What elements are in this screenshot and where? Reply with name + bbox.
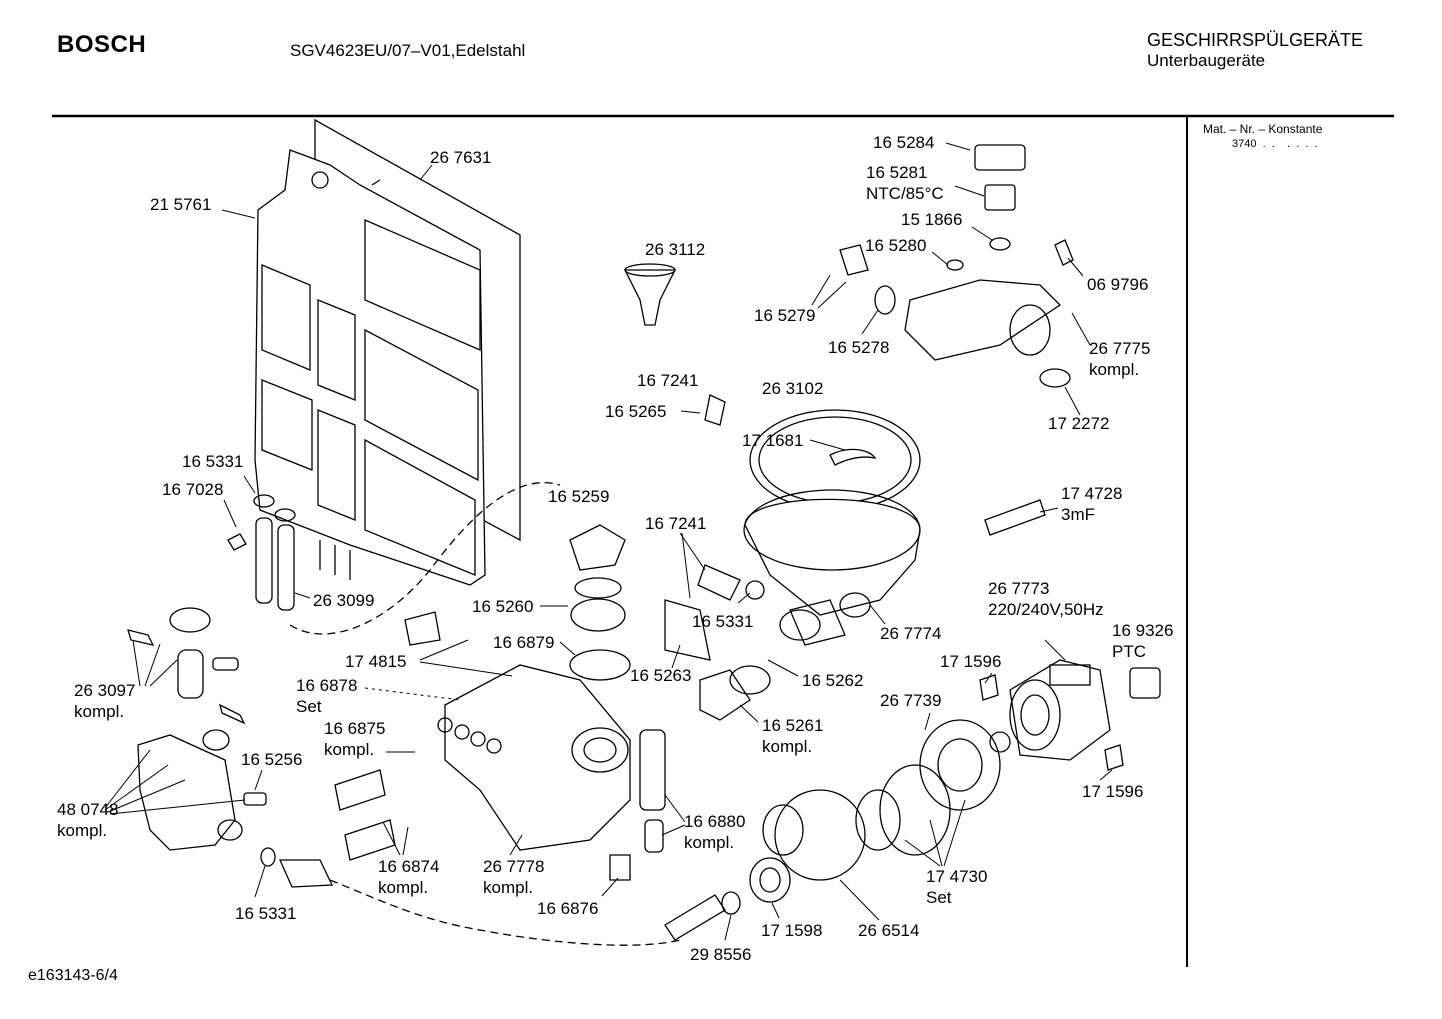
part-label: 17 4815 bbox=[345, 652, 407, 671]
part-label: 26 7631 bbox=[430, 148, 492, 167]
part-label: 21 5761 bbox=[150, 195, 212, 214]
base-tray bbox=[437, 664, 631, 851]
part-label: 16 5262 bbox=[802, 671, 864, 690]
brand-logo: BOSCH bbox=[57, 31, 147, 58]
part-label: 16 5256 bbox=[241, 750, 303, 769]
part-label: 16 5263 bbox=[630, 666, 692, 685]
part-label: 06 9796 bbox=[1087, 275, 1149, 294]
drawing-id: e163143-6/4 bbox=[28, 967, 118, 984]
part-label: 16 5279 bbox=[754, 306, 816, 325]
part-label: 16 5331 bbox=[235, 904, 297, 923]
model-title: SGV4623EU/07–V01,Edelstahl bbox=[290, 41, 526, 60]
part-label: 26 7774 bbox=[880, 624, 942, 643]
category-subtitle: Unterbaugeräte bbox=[1147, 51, 1266, 70]
dashed-connector bbox=[289, 482, 561, 635]
hoses-left bbox=[227, 494, 296, 611]
part-label: 16 6876 bbox=[537, 899, 599, 918]
part-label: 29 8556 bbox=[690, 945, 752, 964]
water-tank-panel bbox=[254, 118, 521, 586]
material-number-value: 3740 . . . . . . bbox=[1232, 138, 1318, 150]
sump-housing bbox=[743, 409, 921, 646]
drain-pump-assembly bbox=[127, 607, 267, 851]
leader-lines bbox=[104, 142, 1113, 941]
part-label: 26 3099 bbox=[313, 591, 375, 610]
part-label: 16 7241 bbox=[637, 371, 699, 390]
material-number-label: Mat. – Nr. – Konstante bbox=[1203, 122, 1323, 136]
category-title: GESCHIRRSPÜLGERÄTE bbox=[1147, 30, 1364, 50]
small-parts bbox=[260, 394, 1161, 888]
part-label: 16 5260 bbox=[472, 597, 534, 616]
sensor-valve-assembly bbox=[839, 144, 1074, 388]
part-label: 16 7241 bbox=[645, 514, 707, 533]
part-label: 26 7739 bbox=[880, 691, 942, 710]
part-label: 16 5331 bbox=[692, 612, 754, 631]
circulation-pump-motor bbox=[1009, 659, 1111, 761]
part-label: 26 6514 bbox=[858, 921, 920, 940]
part-label: 26 3102 bbox=[762, 379, 824, 398]
funnel-part bbox=[623, 263, 677, 326]
part-label: 16 5259 bbox=[548, 487, 610, 506]
part-label: 17 2272 bbox=[1048, 414, 1110, 433]
part-label: 17 1681 bbox=[742, 431, 804, 450]
part-label: 17 1596 bbox=[1082, 782, 1144, 801]
part-label: 16 5265 bbox=[605, 402, 667, 421]
part-label: 15 1866 bbox=[901, 210, 963, 229]
part-label: 16 5284 bbox=[873, 133, 935, 152]
part-label: 16 5278 bbox=[828, 338, 890, 357]
part-label: 16 5331 bbox=[182, 452, 244, 471]
part-label: 17 1596 bbox=[940, 652, 1002, 671]
part-label: 16 7028 bbox=[162, 480, 224, 499]
pump-impeller-group bbox=[664, 719, 1011, 941]
part-label: 16 5280 bbox=[865, 236, 927, 255]
dashed-connector-bottom bbox=[329, 879, 681, 946]
part-label: 16 6879 bbox=[493, 633, 555, 652]
part-label: 17 1598 bbox=[761, 921, 823, 940]
part-label: 26 3112 bbox=[645, 240, 706, 259]
